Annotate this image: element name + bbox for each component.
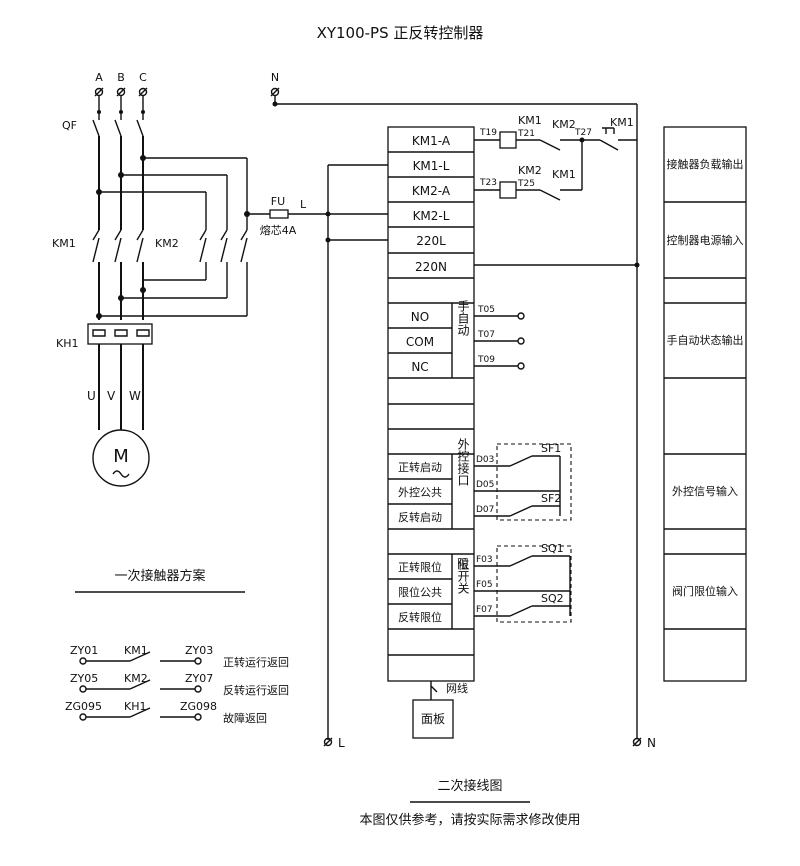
terminal-block: KM1-A KM1-L KM2-A KM2-L 220L 220N NO COM…: [387, 126, 475, 739]
primary-circuit: A B C N QF: [52, 71, 637, 487]
terminal-t19: T19: [479, 128, 497, 138]
scheme-row3-right: ZG098: [180, 700, 217, 713]
cable-label: 网线: [446, 681, 468, 695]
terminal-d03: D03: [476, 455, 494, 465]
km1-coil: [499, 131, 517, 149]
terminal-forward-start: 正转启动: [398, 460, 442, 474]
terminal-km2-l: KM2-L: [413, 209, 450, 223]
phase-c-label: C: [139, 71, 147, 84]
limit-group-label: 位开关: [456, 557, 470, 594]
scheme-row1-desc: 正转运行返回: [223, 655, 289, 669]
terminal-t05: T05: [477, 305, 495, 315]
panel-label: 面板: [421, 712, 445, 726]
terminal-f07: F07: [476, 605, 493, 615]
fuse-symbol: [269, 209, 289, 219]
km1-stop-label: KM1: [610, 116, 634, 129]
sq2-label: SQ2: [541, 592, 564, 605]
secondary-caption: 二次接线图: [437, 778, 502, 794]
scheme-row2-right: ZY07: [185, 672, 213, 685]
terminal-km1-a: KM1-A: [412, 134, 451, 148]
manual-auto-terminals: T05 T07 T09: [474, 305, 525, 370]
terminal-km1-l: KM1-L: [413, 159, 450, 173]
contactor-scheme: 一次接触器方案 ZY01 KM1 ZY03 正转运行返回 ZY05 KM2 ZY…: [65, 568, 289, 725]
top-terminals: [94, 87, 280, 97]
output-w-label: W: [129, 389, 141, 403]
line-l-label: L: [300, 198, 307, 211]
terminal-t21: T21: [517, 129, 535, 139]
scheme-row1-left: ZY01: [70, 644, 98, 657]
km2-label: KM2: [155, 237, 179, 250]
terminal-t23: T23: [479, 178, 497, 188]
km1-label: KM1: [52, 237, 76, 250]
scheme-row2-desc: 反转运行返回: [223, 683, 289, 697]
limit-switches: F03 F05 F07 SQ1 SQ2: [474, 542, 572, 623]
terminal-km2-a: KM2-A: [412, 184, 451, 198]
qf-label: QF: [62, 119, 77, 132]
sf2-label: SF2: [541, 492, 561, 505]
scheme-row2-contact: KM2: [124, 672, 148, 685]
sq1-label: SQ1: [541, 542, 564, 555]
km1-coil-label: KM1: [518, 114, 542, 127]
km2-interlock-label: KM2: [552, 118, 576, 131]
terminal-f05: F05: [476, 580, 493, 590]
power-rails: L N: [323, 104, 656, 750]
output-u-label: U: [87, 389, 96, 403]
terminal-reverse-start: 反转启动: [398, 510, 442, 524]
terminal-no: NO: [411, 310, 429, 324]
rail-n-label: N: [647, 736, 656, 750]
kh1-label: KH1: [56, 337, 78, 350]
limit-group-prefix: 限: [457, 557, 469, 571]
scheme-row2-left: ZY05: [70, 672, 98, 685]
external-switches: D03 D05 D07 SF1 SF2: [474, 442, 572, 521]
label-manual-auto-output: 手自动状态输出: [667, 333, 744, 347]
terminal-220n: 220N: [415, 260, 447, 274]
diagram-title: XY100-PS 正反转控制器: [317, 24, 484, 42]
scheme-title: 一次接触器方案: [114, 568, 205, 584]
label-power-input: 控制器电源输入: [667, 233, 744, 247]
fuse-label: FU: [271, 195, 285, 208]
neutral-label: N: [271, 71, 279, 84]
motor-label: M: [113, 446, 129, 467]
terminal-external-common: 外控公共: [398, 485, 442, 499]
terminal-reverse-limit: 反转限位: [398, 610, 442, 624]
sf1-label: SF1: [541, 442, 561, 455]
km2-coil-label: KM2: [518, 164, 542, 177]
terminal-d05: D05: [476, 480, 494, 490]
fuse-spec-label: 熔芯4A: [260, 223, 297, 237]
terminal-d07: D07: [476, 505, 494, 515]
manual-auto-group-label: 手自动: [456, 300, 470, 336]
label-limit-input: 阀门限位输入: [672, 584, 738, 598]
terminal-t25: T25: [517, 179, 535, 189]
scheme-row3-left: ZG095: [65, 700, 102, 713]
terminal-t07: T07: [477, 330, 495, 340]
label-contactor-output: 接触器负载输出: [667, 157, 744, 171]
rail-l-label: L: [338, 736, 345, 750]
terminal-t09: T09: [477, 355, 495, 365]
function-column: 接触器负载输出 控制器电源输入 手自动状态输出 外控信号输入 阀门限位输入: [663, 126, 747, 682]
scheme-row3-desc: 故障返回: [223, 711, 267, 725]
panel-box: [412, 699, 454, 739]
terminal-forward-limit: 正转限位: [398, 560, 442, 574]
terminal-t27: T27: [574, 128, 592, 138]
terminal-f03: F03: [476, 555, 493, 565]
kh1-relay-box: [87, 323, 153, 345]
footer-note: 本图仅供参考，请按实际需求修改使用: [359, 812, 580, 828]
km1-interlock-label: KM1: [552, 168, 576, 181]
terminal-220l: 220L: [416, 234, 446, 248]
motor-symbol: [92, 429, 150, 487]
terminal-limit-common: 限位公共: [398, 585, 442, 599]
label-external-input: 外控信号输入: [672, 484, 738, 498]
km2-coil: [499, 181, 517, 199]
output-v-label: V: [107, 389, 116, 403]
scheme-row1-contact: KM1: [124, 644, 148, 657]
external-group-label: 外控接口: [456, 438, 470, 486]
terminal-com: COM: [406, 335, 434, 349]
phase-b-label: B: [117, 71, 125, 84]
scheme-row3-contact: KH1: [124, 700, 146, 713]
phase-a-label: A: [95, 71, 103, 84]
coil-circuit: T19 KM1 T21 KM2 T27 KM1 T23 KM2 T25 KM1: [474, 114, 637, 201]
scheme-row1-right: ZY03: [185, 644, 213, 657]
terminal-nc: NC: [411, 360, 428, 374]
